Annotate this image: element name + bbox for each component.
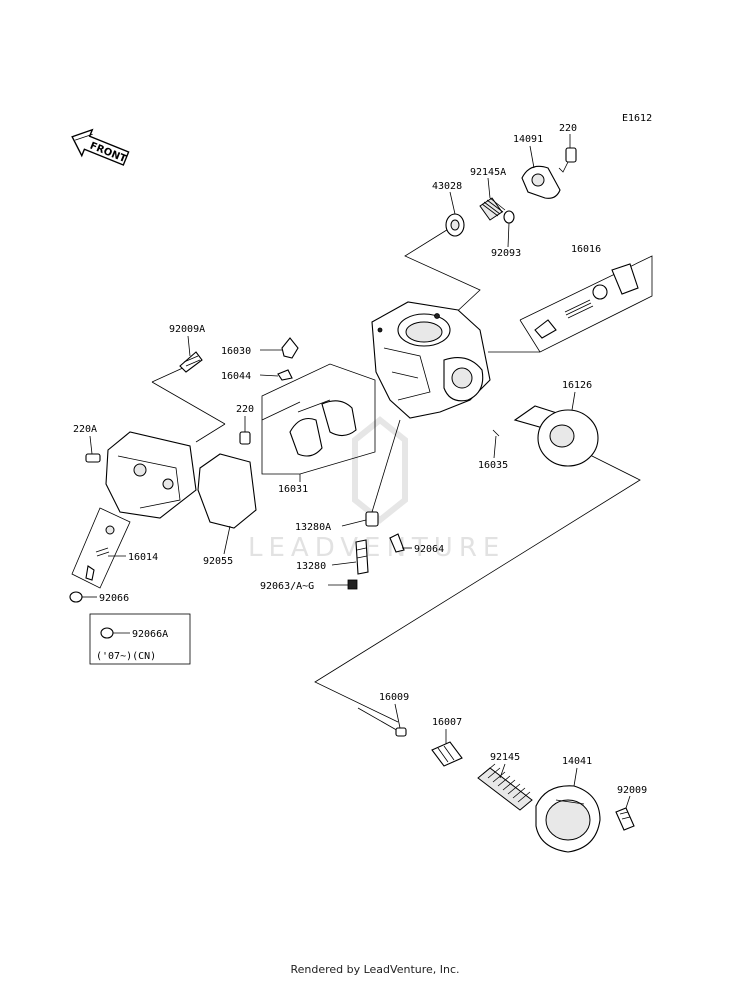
label-16014: 16014 bbox=[128, 552, 158, 563]
footer-credit: Rendered by LeadVenture, Inc. bbox=[290, 963, 460, 976]
label-14091: 14091 bbox=[513, 134, 543, 145]
jet-13280a[interactable] bbox=[365, 511, 379, 527]
oring-92093[interactable] bbox=[503, 210, 515, 224]
label-16126: 16126 bbox=[562, 380, 592, 391]
label-14041: 14041 bbox=[562, 756, 592, 767]
screw-92009a[interactable] bbox=[179, 351, 203, 373]
float-chamber[interactable] bbox=[105, 431, 197, 519]
label-220-top: 220 bbox=[559, 123, 577, 134]
diaphragm-16126[interactable] bbox=[513, 405, 599, 467]
needle-valve-16030[interactable] bbox=[281, 337, 299, 359]
clip-16044[interactable] bbox=[277, 369, 293, 381]
label-92063: 92063/A~G bbox=[260, 581, 314, 592]
pin-16035[interactable] bbox=[492, 429, 500, 437]
label-92009: 92009 bbox=[617, 785, 647, 796]
screw-220[interactable] bbox=[239, 431, 251, 445]
note-box: 92066A ('07~)(CN) bbox=[89, 613, 191, 665]
label-13280a: 13280A bbox=[295, 522, 331, 533]
plunger-16016[interactable] bbox=[534, 263, 639, 339]
plug-92066[interactable] bbox=[69, 591, 83, 603]
label-16030: 16030 bbox=[221, 346, 251, 357]
label-16031: 16031 bbox=[278, 484, 308, 495]
screw-220-top[interactable] bbox=[558, 147, 577, 173]
label-220: 220 bbox=[236, 404, 254, 415]
retainer-16007[interactable] bbox=[431, 741, 463, 767]
leader-lines bbox=[151, 227, 653, 723]
screw-92064[interactable] bbox=[389, 533, 405, 553]
needle-16009[interactable] bbox=[357, 707, 407, 737]
cover-14091[interactable] bbox=[521, 165, 561, 199]
watermark: LEADVENTURE bbox=[248, 416, 505, 563]
main-jet-92063[interactable] bbox=[347, 579, 358, 590]
label-92064: 92064 bbox=[414, 544, 444, 555]
part-labels: 220 14091 92145A 43028 92093 16016 92009… bbox=[73, 123, 647, 809]
label-16035: 16035 bbox=[478, 460, 508, 471]
label-92009a: 92009A bbox=[169, 324, 205, 335]
screw-92009[interactable] bbox=[615, 807, 635, 831]
label-92055: 92055 bbox=[203, 556, 233, 567]
label-92093: 92093 bbox=[491, 248, 521, 259]
label-43028: 43028 bbox=[432, 181, 462, 192]
diagram-code: E1612 bbox=[622, 113, 652, 124]
front-arrow-icon: FRONT bbox=[71, 128, 130, 166]
kit-16014[interactable] bbox=[71, 507, 131, 589]
spring-92145a[interactable] bbox=[479, 197, 506, 221]
label-16044: 16044 bbox=[221, 371, 251, 382]
label-220a: 220A bbox=[73, 424, 97, 435]
label-92066a: 92066A bbox=[132, 629, 168, 640]
label-16007: 16007 bbox=[432, 717, 462, 728]
cover-14041[interactable] bbox=[535, 785, 601, 853]
label-92066: 92066 bbox=[99, 593, 129, 604]
label-16016: 16016 bbox=[571, 244, 601, 255]
float-16031[interactable] bbox=[261, 399, 357, 457]
screw-220a[interactable] bbox=[85, 453, 101, 463]
watermark-text: LEADVENTURE bbox=[248, 533, 505, 563]
note-label: ('07~)(CN) bbox=[96, 651, 156, 662]
carburetor-body[interactable] bbox=[371, 301, 491, 419]
diaphragm-43028[interactable] bbox=[445, 213, 465, 237]
spring-92145[interactable] bbox=[477, 763, 533, 811]
plug-92066a[interactable] bbox=[100, 627, 114, 639]
jet-13280[interactable] bbox=[355, 539, 369, 575]
label-16009: 16009 bbox=[379, 692, 409, 703]
label-92145: 92145 bbox=[490, 752, 520, 763]
gasket-92055[interactable] bbox=[197, 453, 257, 529]
label-92145a: 92145A bbox=[470, 167, 506, 178]
label-13280: 13280 bbox=[296, 561, 326, 572]
